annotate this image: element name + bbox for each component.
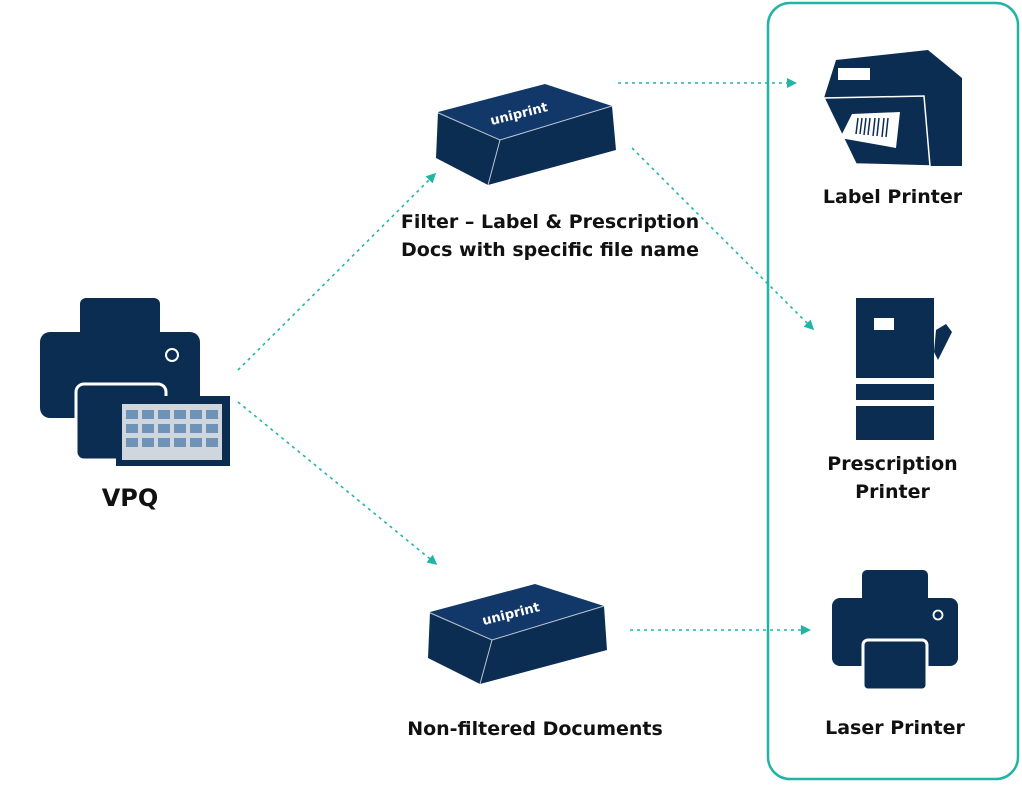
destinations-panel	[766, 1, 1020, 781]
mfp-printer-icon	[40, 298, 230, 466]
uniprint-box-icon: uniprint	[435, 84, 616, 186]
filter-label-line1: Filter – Label & Prescription	[400, 211, 700, 233]
laser-printer-icon	[832, 570, 958, 692]
prescription-printer-icon	[856, 298, 952, 440]
laser-printer-label: Laser Printer	[825, 717, 965, 739]
arrow-vpq-to-nonfiltered	[237, 401, 438, 565]
flow-arrows	[237, 78, 815, 635]
filter-label-line2: Docs with specific file name	[401, 239, 699, 261]
nonfiltered-label: Non-filtered Documents	[407, 718, 663, 740]
vpq-label: VPQ	[101, 484, 159, 512]
arrow-filter-to-prescription-printer	[631, 147, 815, 331]
label-printer-label: Label Printer	[822, 186, 963, 208]
arrow-vpq-to-filter	[237, 172, 437, 371]
filter-label: Filter – Label & Prescription Docs with …	[360, 208, 740, 264]
prescription-printer-label: Prescription Printer	[800, 450, 985, 506]
uniprint-box-icon: uniprint	[427, 584, 607, 685]
prescription-printer-label-line2: Printer	[855, 481, 930, 503]
prescription-printer-label-line1: Prescription	[827, 453, 958, 475]
label-printer-icon	[822, 50, 962, 167]
